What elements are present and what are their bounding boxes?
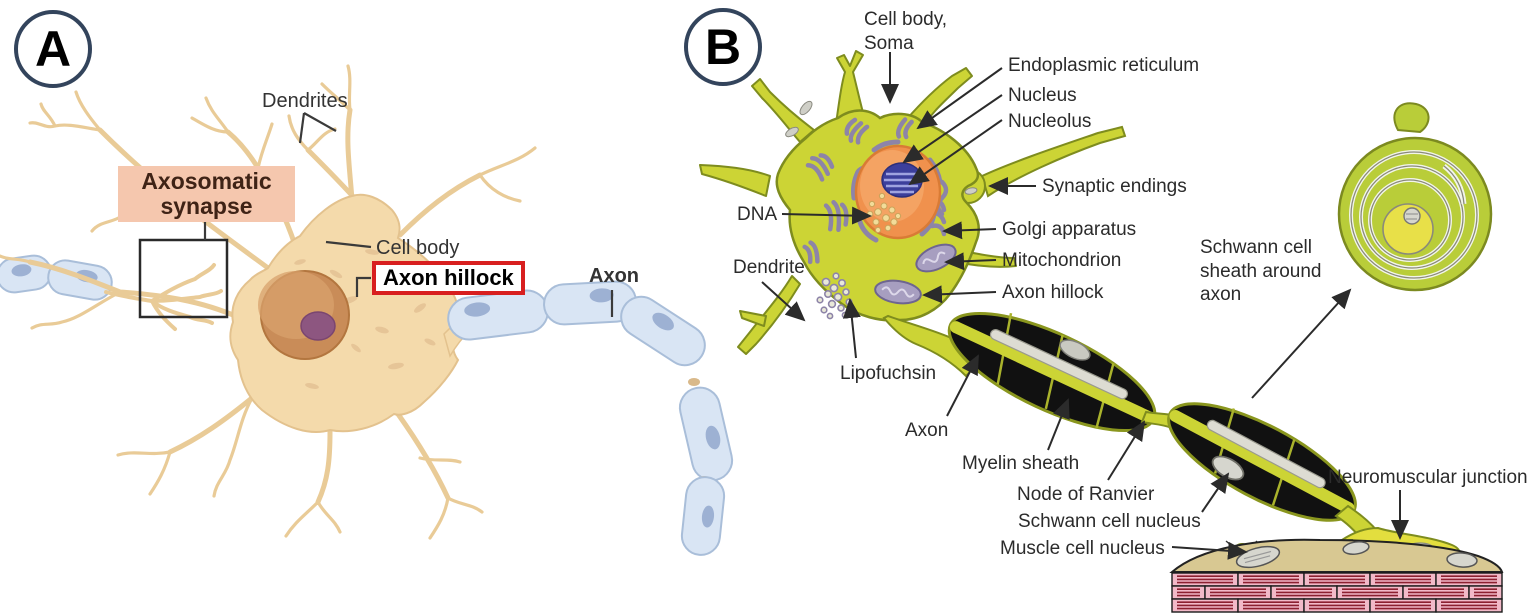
nucleus-b <box>854 144 942 240</box>
label-axosomatic-synapse: Axosomatic synapse <box>118 166 295 222</box>
label-axon-hillock-a: Axon hillock <box>372 261 525 296</box>
muscle-cell <box>1169 538 1504 613</box>
mitochondrion-on-myelin <box>1059 339 1091 361</box>
label-endoplasmic-reticulum: Endoplasmic reticulum <box>1008 55 1200 76</box>
myelin-segment-b1 <box>947 311 1157 433</box>
label-golgi-apparatus: Golgi apparatus <box>1002 219 1137 240</box>
panel-a-letter: A <box>14 10 92 88</box>
nissl-speckles <box>294 249 436 389</box>
label-lines-a <box>203 112 614 317</box>
label-schwann-cell-sheath: Schwann cell sheath around axon <box>1200 237 1322 306</box>
nucleus-a <box>258 270 350 360</box>
label-axon-a: Axon <box>589 265 639 287</box>
label-synaptic-endings: Synaptic endings <box>1042 176 1187 197</box>
axon-a <box>447 280 734 556</box>
label-dna: DNA <box>737 204 778 225</box>
label-cell-body-soma: Cell body, Soma <box>864 9 948 54</box>
label-mitochondrion: Mitochondrion <box>1002 250 1122 271</box>
label-cell-body-a: Cell body <box>376 237 460 259</box>
mitochondria-b <box>785 100 957 305</box>
myelin-segment <box>47 259 113 301</box>
label-axon-b: Axon <box>905 420 949 441</box>
lipofuchsin-cluster <box>816 272 853 320</box>
label-schwann-cell-nucleus: Schwann cell nucleus <box>1018 511 1201 532</box>
label-lipofuchsin: Lipofuchsin <box>840 363 937 384</box>
panel-b-letter-text: B <box>704 19 742 75</box>
label-node-of-ranvier: Node of Ranvier <box>1017 484 1155 505</box>
nucleolus-a <box>300 311 336 341</box>
label-nucleus: Nucleus <box>1008 85 1077 106</box>
label-dendrite-b: Dendrite <box>733 257 805 278</box>
schwann-spiral <box>1337 102 1493 292</box>
dendrites-b <box>699 50 1017 355</box>
label-myelin-sheath: Myelin sheath <box>962 453 1080 474</box>
muscle-striations <box>1171 572 1503 613</box>
panel-b-letter: B <box>684 8 762 86</box>
panel-b-illustration <box>699 50 1504 613</box>
label-nucleolus: Nucleolus <box>1008 111 1092 132</box>
label-dendrites: Dendrites <box>262 90 348 112</box>
panel-a-letter-text: A <box>34 21 72 77</box>
axosomatic-synapse-box <box>138 238 229 319</box>
label-arrows-b <box>761 52 1409 560</box>
label-axon-hillock-b: Axon hillock <box>1002 282 1104 303</box>
panel-a-illustration <box>0 64 734 556</box>
label-neuromuscular-junction: Neuromuscular junction <box>1328 467 1528 488</box>
label-muscle-cell-nucleus: Muscle cell nucleus <box>1000 538 1165 559</box>
